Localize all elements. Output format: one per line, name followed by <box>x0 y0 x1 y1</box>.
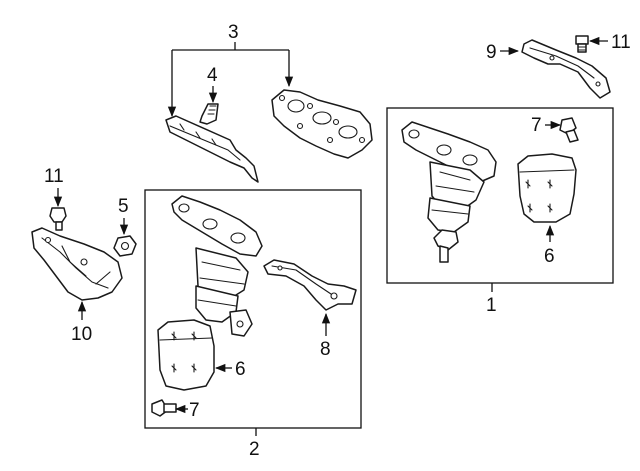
callout-8-label: 8 <box>320 339 331 360</box>
heat-shield-icon <box>31 227 123 301</box>
callout-11-top: 11 <box>588 32 631 53</box>
callout-8: 8 <box>320 312 331 360</box>
callout-6-box2-label: 6 <box>235 359 246 380</box>
assembly-2-frame <box>144 189 362 429</box>
callout-1: 1 <box>486 283 497 316</box>
callout-4-label: 4 <box>207 65 218 86</box>
heat-shield-icon <box>517 153 577 223</box>
callout-5: 5 <box>118 196 129 236</box>
nut-icon <box>113 235 137 257</box>
callout-3: 3 <box>167 22 294 118</box>
stud-icon <box>199 103 219 125</box>
callout-1-label: 1 <box>486 295 497 316</box>
callout-3-bracket <box>172 42 289 51</box>
catalytic-converter-icon <box>171 195 263 337</box>
callout-9-label: 9 <box>486 42 497 63</box>
catalytic-converter-icon <box>401 121 497 263</box>
callout-11-left-label: 11 <box>44 166 64 187</box>
callout-7-box2: 7 <box>174 400 200 421</box>
callout-2: 2 <box>249 428 260 460</box>
callout-4: 4 <box>207 65 218 104</box>
callout-5-label: 5 <box>118 196 129 217</box>
callout-6-box2: 6 <box>214 359 246 380</box>
bolt-icon <box>559 117 579 143</box>
callout-7-box2-label: 7 <box>189 400 200 421</box>
callout-6-box1: 6 <box>544 224 555 267</box>
callout-10: 10 <box>71 300 92 345</box>
callout-7-box1: 7 <box>531 115 562 136</box>
callout-6-box1-label: 6 <box>544 246 555 267</box>
callout-11-top-label: 11 <box>611 32 631 53</box>
bolt-icon <box>575 35 589 53</box>
bracket-icon <box>521 39 611 99</box>
bolt-icon <box>151 399 177 417</box>
callout-7-box1-label: 7 <box>531 115 542 136</box>
heat-shield-icon <box>157 319 215 391</box>
bolt-icon <box>49 207 67 231</box>
exhaust-manifold-gasket-icon <box>271 89 373 159</box>
callout-9: 9 <box>486 42 520 63</box>
callout-3-label: 3 <box>228 22 239 43</box>
callout-10-label: 10 <box>71 324 92 345</box>
bracket-icon <box>263 259 357 311</box>
assembly-1-frame <box>386 107 614 284</box>
exhaust-manifold-gasket-icon <box>165 115 259 183</box>
callout-2-label: 2 <box>249 439 260 460</box>
callout-11-left: 11 <box>44 166 64 208</box>
